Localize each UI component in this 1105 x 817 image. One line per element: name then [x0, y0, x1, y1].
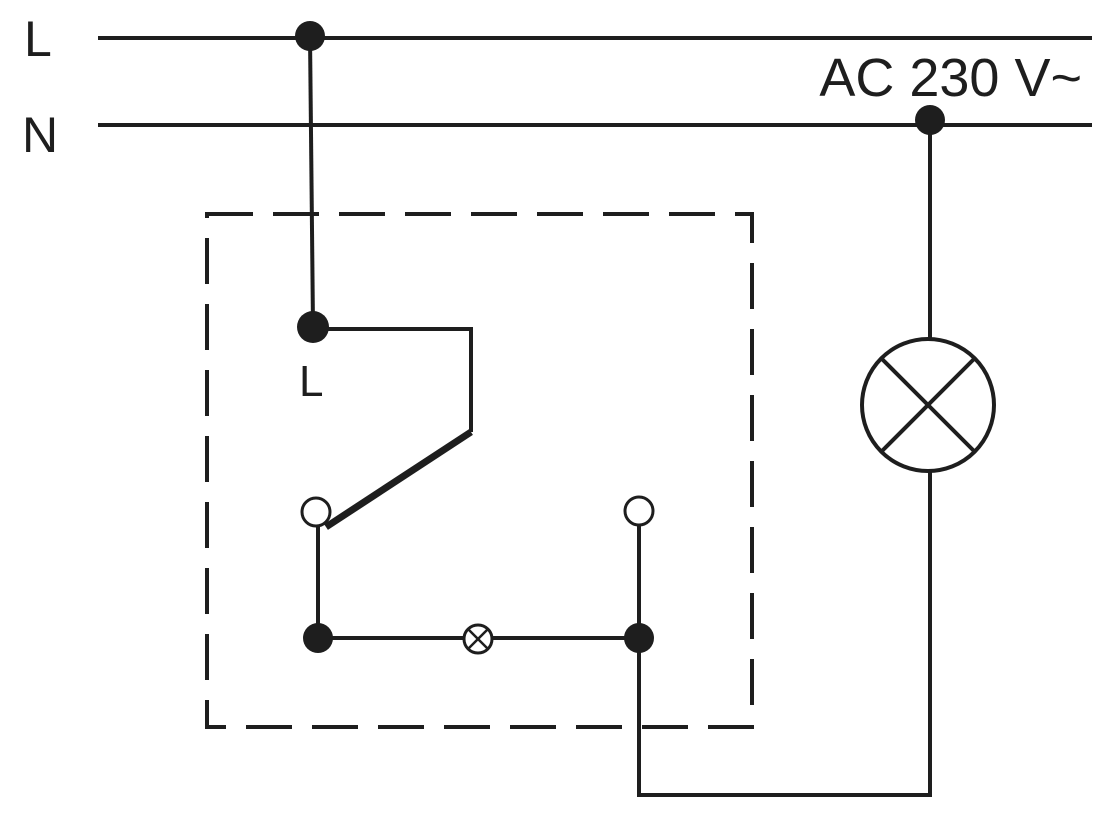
terminal-l-node — [297, 311, 329, 343]
switch-contact-icon — [324, 429, 473, 530]
neutral-rail-label: N — [22, 107, 58, 163]
switched-output-wire — [637, 472, 932, 797]
open-contact-right — [623, 495, 655, 527]
switch-common-wire — [313, 327, 473, 432]
supply-voltage-label: AC 230 V~ — [819, 48, 1082, 108]
bottom-left-node — [303, 623, 333, 653]
switch-enclosure — [205, 212, 754, 729]
line-junction-node — [295, 21, 325, 51]
terminal-l-label: L — [299, 357, 323, 406]
open-contact-left — [300, 496, 332, 528]
line-rail-label: L — [24, 11, 52, 67]
feed-wire — [308, 35, 315, 327]
glow-lamp-icon — [462, 623, 494, 655]
neutral-junction-node — [915, 105, 945, 135]
lamp-icon — [860, 337, 996, 473]
